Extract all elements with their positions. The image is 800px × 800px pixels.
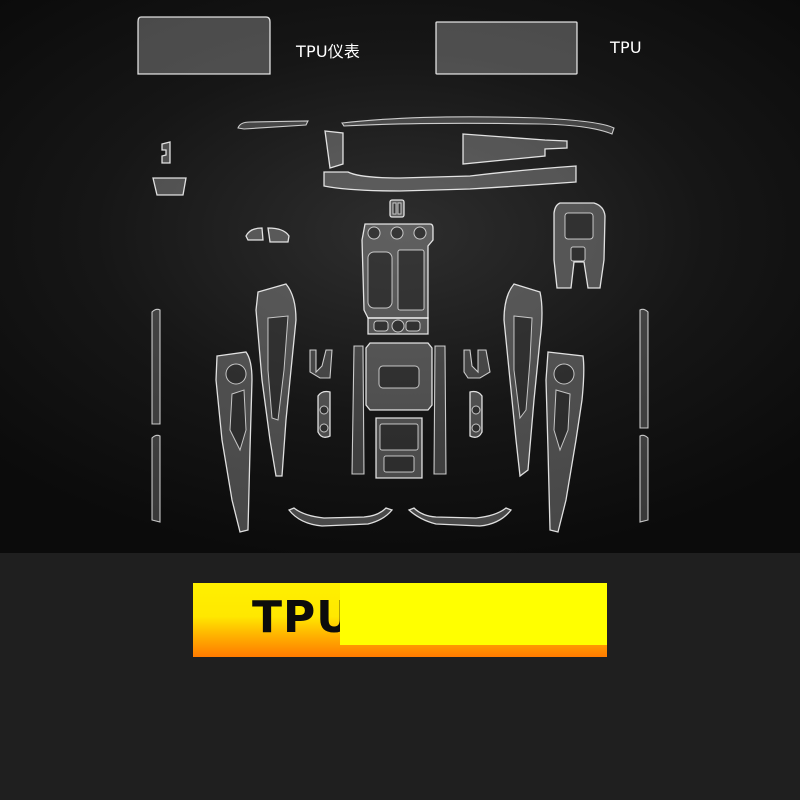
dash-trim-left [237, 120, 309, 130]
instrument-film-label: TPU仪表 [296, 42, 361, 61]
screen-film-label: TPU [610, 38, 642, 57]
window-switch-right [267, 227, 290, 243]
hazard-button-film [389, 199, 405, 218]
tunnel-side-left [351, 345, 365, 475]
product-display-area: TPU仪表 TPU [0, 0, 800, 553]
door-edge-strip-right-upper [639, 308, 649, 429]
banner-text: TPU [252, 592, 340, 643]
small-trim-1 [161, 141, 171, 164]
dash-trim-piece-a [324, 130, 344, 169]
dash-trim-piece-b [462, 133, 568, 165]
dash-trim-right [341, 116, 615, 135]
seat-trim-right [407, 507, 513, 527]
window-switch-strip-left [309, 349, 333, 379]
window-switch-strip-right [463, 349, 491, 379]
door-edge-strip-left-lower [151, 434, 161, 523]
door-edge-strip-right-lower [639, 434, 649, 523]
tunnel-side-right [433, 345, 447, 475]
instrument-screen-film [137, 16, 271, 75]
small-trim-2 [152, 177, 187, 196]
door-edge-strip-left-upper [151, 308, 161, 425]
navigation-screen-film [435, 21, 578, 75]
banner-highlight [340, 583, 607, 645]
window-switch-left [245, 227, 264, 241]
seat-trim-left [287, 507, 394, 527]
dash-long-trim [323, 165, 577, 192]
film-pieces-illustration [137, 16, 649, 533]
